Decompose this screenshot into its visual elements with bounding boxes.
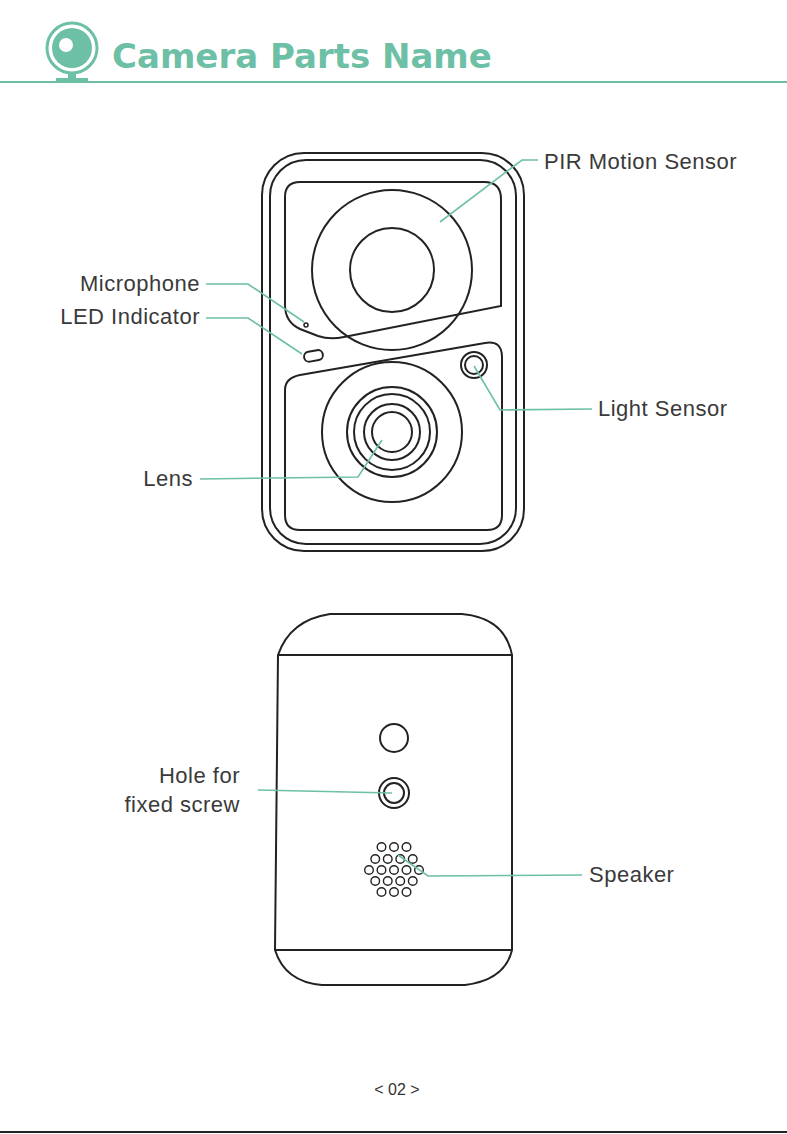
part-label: Speaker — [589, 860, 674, 889]
page-number: < 02 > — [374, 1075, 419, 1104]
speaker-grille — [365, 843, 424, 897]
page-title: Camera Parts Name — [112, 36, 492, 76]
header-icon — [47, 23, 97, 82]
part-label: PIR Motion Sensor — [544, 147, 737, 176]
camera-front — [262, 153, 524, 551]
part-label: LED Indicator — [60, 302, 200, 331]
part-label: Microphone — [80, 269, 200, 298]
part-label: Lens — [143, 464, 193, 493]
part-label: Hole for fixed screw — [116, 761, 240, 819]
header-rule — [0, 81, 787, 83]
footer-rule — [0, 1131, 787, 1133]
part-label: Light Sensor — [598, 394, 728, 423]
leader-lines — [200, 160, 592, 876]
camera-back — [275, 614, 512, 985]
